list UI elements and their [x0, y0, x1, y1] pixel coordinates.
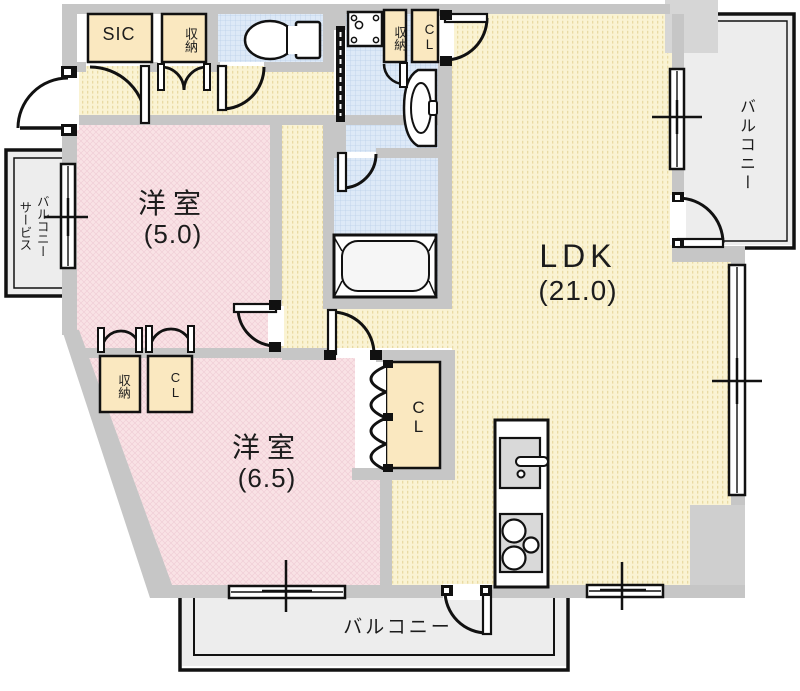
bedroom65-door: [324, 308, 382, 360]
room-bedroom65-floor: [89, 358, 380, 585]
bedroom65-closet-bifold-doors: [369, 360, 393, 472]
washroom-storage-box: [382, 8, 408, 64]
bathroom-door: [336, 151, 378, 193]
washer-pan-fixture: [346, 10, 384, 48]
corridor-floor: [282, 115, 323, 309]
washroom-sliding-door: [336, 26, 345, 122]
washroom-closet-box: [410, 8, 440, 64]
balcony-bottom: [178, 598, 570, 672]
sic-door: [89, 64, 151, 125]
entrance-storage-doors: [157, 63, 211, 91]
toilet-fixture: [243, 19, 322, 61]
bedroom5-storage-doors: [97, 327, 143, 353]
balcony-right-door: [672, 192, 725, 249]
balcony-bottom-door: [441, 585, 493, 636]
toilet-door: [216, 64, 266, 112]
room-ldk-floor: [392, 14, 731, 585]
bedroom5-closet-doors: [145, 325, 195, 353]
dimension-ticks: [44, 100, 762, 612]
doors: [16, 10, 725, 636]
bedroom5-door: [232, 300, 281, 352]
bedroom65-closet-box: [384, 360, 442, 470]
bedroom5-closet-box: [146, 354, 194, 414]
entrance-door: [16, 66, 77, 136]
washroom-storage-door: [382, 62, 408, 88]
kitchen-counter: [493, 418, 550, 589]
closet-boxes: [86, 8, 442, 470]
bedroom5-storage-box: [98, 354, 142, 414]
pillar-bottom-right: [690, 505, 745, 587]
entrance-storage-box: [160, 12, 208, 64]
washbasin-fixture: [402, 68, 438, 148]
room-bedroom5-floor: [77, 125, 270, 350]
door-openings: [59, 16, 686, 600]
bathtub-fixture: [332, 233, 438, 299]
service-balcony: [4, 148, 64, 298]
sic-box: [86, 12, 154, 64]
ldk-hall-door: [440, 10, 489, 66]
balcony-right: [682, 12, 796, 250]
